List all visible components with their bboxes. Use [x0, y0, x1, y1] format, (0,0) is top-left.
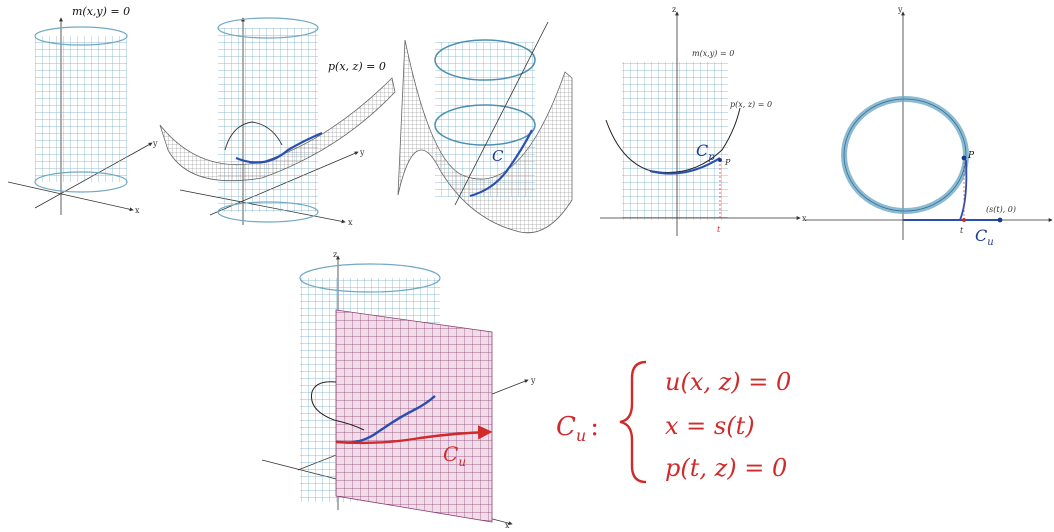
- Cp-label: Cp: [696, 141, 715, 163]
- cylinder-surface: [218, 28, 318, 212]
- equation-3: p(t, z) = 0: [665, 454, 787, 482]
- system-lhs: Cu:: [556, 412, 599, 445]
- cylinder-bottom: [34, 171, 128, 193]
- panel-cylinder: m(x,y) = 0 y x: [7, 5, 158, 215]
- curve-C: [469, 129, 533, 198]
- z-axis-label: z: [333, 250, 337, 259]
- st0-label: (s(t), 0): [986, 205, 1016, 214]
- cylinder-top: [34, 26, 128, 46]
- plane-surface: [335, 309, 493, 523]
- descending-curve: [959, 159, 968, 221]
- parabola-p: [605, 107, 741, 173]
- circle-band: [841, 96, 969, 214]
- x-axis-label: x: [505, 521, 510, 530]
- point-P-dot: [961, 155, 967, 161]
- cylinder-top: [434, 39, 536, 81]
- y-axis-label: y: [530, 376, 536, 385]
- intersection-curve: [235, 131, 323, 164]
- panel-curve-C: C: [397, 21, 573, 234]
- m-equation-small: m(x,y) = 0: [692, 49, 734, 58]
- t-label: t: [960, 226, 964, 235]
- point-P-label: P: [967, 151, 975, 161]
- panel-front-view: m(x,y) = 0 p(x, z) = 0 Cp P t x z: [600, 5, 807, 236]
- parabolic-surface: [159, 77, 396, 182]
- point-P-small: P: [724, 158, 731, 167]
- cylinder-surface: [435, 42, 535, 197]
- m-equation-label: m(x,y) = 0: [72, 5, 130, 18]
- cylinder-top: [217, 17, 319, 39]
- point-st0-dot: [997, 217, 1003, 223]
- cylinder-surface: [35, 36, 127, 182]
- x-axis-label: x: [802, 214, 807, 223]
- curve-C-label: C: [492, 147, 504, 165]
- equation-2: x = s(t): [665, 412, 755, 440]
- panel-bottom-3d: Cu z y x: [261, 250, 536, 530]
- p-equation-small: p(x, z) = 0: [730, 100, 772, 109]
- Cu-big-label: Cu: [443, 442, 466, 469]
- panel-cylinder-and-surface: p(x, z) = 0 y x: [159, 17, 396, 227]
- equation-1: u(x, z) = 0: [665, 368, 791, 396]
- y-axis-label: y: [897, 5, 903, 14]
- cylinder-mid: [434, 104, 536, 146]
- x-axis-label: x: [348, 218, 353, 227]
- back-curve: [310, 381, 365, 431]
- y-axis-label: y: [152, 139, 158, 148]
- Cu-label: Cu: [975, 226, 994, 248]
- cylinder-projection: [622, 62, 728, 220]
- x-axis-label: x: [135, 206, 140, 215]
- point-t-dot: [962, 218, 966, 222]
- axis-panel3: [454, 21, 549, 206]
- circle-edge: [843, 98, 967, 212]
- intersection-back: [224, 121, 283, 151]
- p-equation-label: p(x, z) = 0: [328, 60, 386, 73]
- panel-top-view: P (s(t), 0) t Cu y: [805, 5, 1053, 248]
- point-P-dot: [718, 158, 722, 162]
- curve-Cp: [649, 157, 721, 175]
- t-label-small: t: [717, 225, 721, 234]
- cylinder-top: [299, 263, 441, 293]
- z-axis-label: z: [672, 5, 676, 14]
- curve-C: [339, 395, 436, 444]
- curve-Cu: [335, 425, 493, 445]
- left-brace: [619, 360, 647, 484]
- cylinder-bottom: [217, 201, 319, 223]
- equation-system: Cu: u(x, z) = 0 x = s(t) p(t, z) = 0: [556, 360, 791, 484]
- y-axis-label: y: [359, 148, 365, 157]
